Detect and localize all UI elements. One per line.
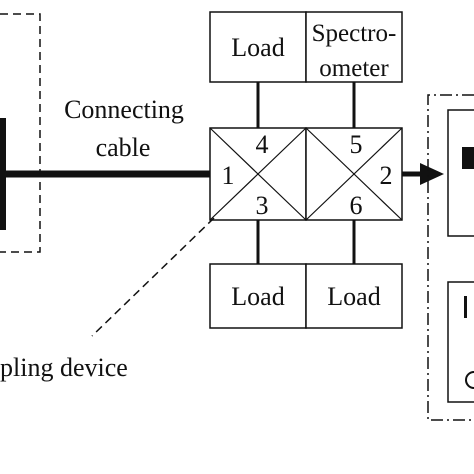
- right-inner-box-bottom-text-fragment-a: [464, 296, 467, 318]
- coupler-cell-right-diagonal-b: [305, 127, 403, 221]
- port-5-label: 5: [350, 130, 363, 159]
- load-bottom-right-label: Load: [327, 282, 380, 311]
- right-inner-box-top-text-fragment: [462, 147, 474, 169]
- spectrometer-box: [305, 11, 403, 83]
- right-inner-box-bottom-text-fragment-b: [465, 371, 474, 389]
- connecting-cable-label-line1: Connecting: [64, 95, 184, 124]
- right-dashdot-enclosure: [427, 94, 474, 421]
- port-6-label: 6: [350, 191, 363, 220]
- port-4-label: 4: [256, 130, 269, 159]
- load-box-bottom-left: [209, 263, 307, 329]
- port-1-label: 1: [222, 161, 235, 190]
- spectrometer-label-line2: ometer: [319, 55, 389, 82]
- coupler-cell-left-diagonal-b: [209, 127, 307, 221]
- port-2-label: 2: [380, 161, 393, 190]
- load-box-top: [209, 11, 307, 83]
- load-bottom-left-label: Load: [231, 282, 284, 311]
- load-box-bottom-right: [305, 263, 403, 329]
- load-top-label: Load: [231, 33, 284, 62]
- right-inner-box-top: [447, 109, 474, 237]
- spectrometer-label-line1: Spectro-: [312, 20, 397, 47]
- coupling-device-label: pling device: [0, 353, 128, 382]
- left-dashed-enclosure: [0, 13, 41, 253]
- port-3-label: 3: [256, 191, 269, 220]
- coupling-device-pointer: [91, 217, 215, 337]
- connecting-cable-label-line2: cable: [96, 133, 151, 162]
- right-inner-box-bottom: [447, 281, 474, 403]
- output-arrow-head: [420, 163, 444, 185]
